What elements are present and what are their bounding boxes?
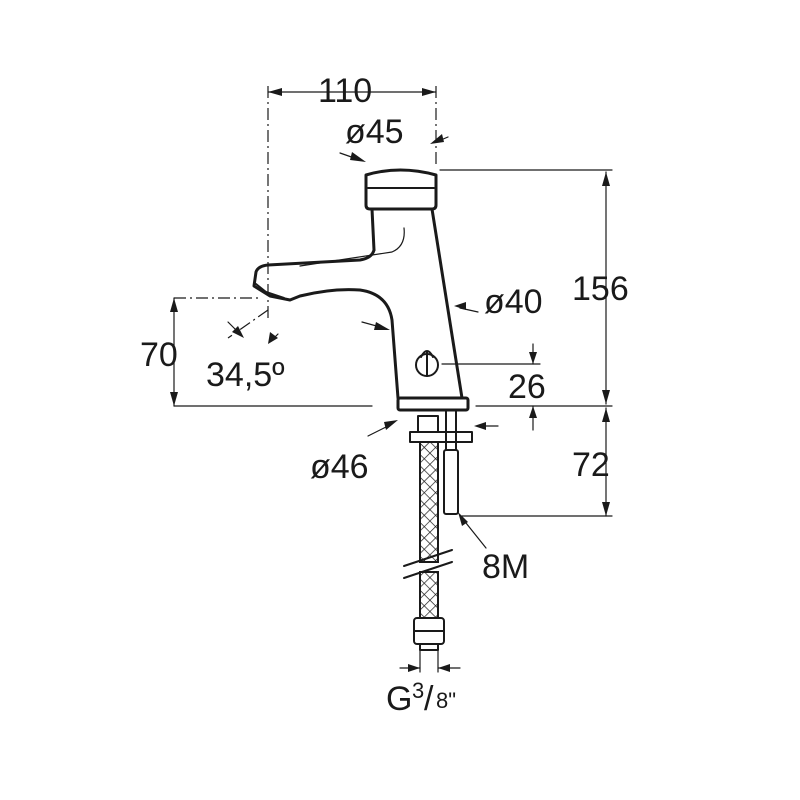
dim-overall-width: 110 <box>318 72 372 110</box>
dim-connection: G <box>386 680 412 718</box>
dim-connection-numerator: 3 <box>412 678 424 703</box>
dim-height: 156 <box>572 270 629 308</box>
dim-base-diameter: ø46 <box>310 448 369 486</box>
braided-hose-lower <box>419 571 439 619</box>
angle-line <box>227 309 269 339</box>
mounting-hardware <box>403 409 473 651</box>
dim-connection-slash: / <box>424 680 434 718</box>
side-key <box>415 350 439 377</box>
dim-handle-diameter: ø45 <box>345 113 404 151</box>
dim-spout-angle: 34,5º <box>206 356 285 394</box>
tapered-body <box>370 207 464 400</box>
spout-highlight <box>299 227 405 267</box>
dim-body-diameter: ø40 <box>484 283 543 321</box>
push-button-cap <box>364 168 438 211</box>
mounting-washer <box>409 431 473 443</box>
dim-connection-denominator: 8" <box>436 688 456 713</box>
dim-button-offset: 26 <box>508 368 546 406</box>
faucet-body <box>252 168 470 412</box>
break-mark-2 <box>403 561 453 579</box>
hose-nut <box>417 415 439 433</box>
aerator-tip <box>255 283 285 299</box>
dim-stud-thread: 8M <box>482 548 529 586</box>
construction-lines <box>174 86 437 339</box>
dim-below-deck: 72 <box>572 446 610 484</box>
braided-hose-upper <box>419 441 439 563</box>
break-mark-1 <box>403 549 453 567</box>
threaded-stud-upper <box>445 409 457 451</box>
base-ring <box>396 396 470 412</box>
dimension-lines <box>170 88 613 673</box>
dim-spout-height: 70 <box>140 336 178 374</box>
hose-end-tail <box>419 643 439 651</box>
threaded-stud <box>443 449 459 515</box>
spout <box>252 248 400 400</box>
